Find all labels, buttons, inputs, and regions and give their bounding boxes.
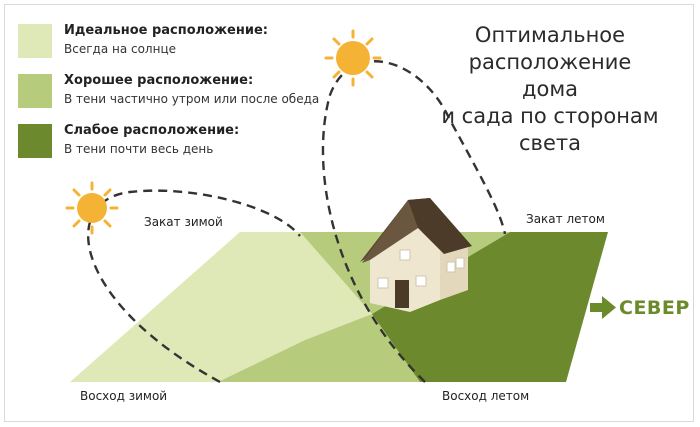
legend-text: Всегда на солнце [64, 42, 177, 56]
sun-icon [324, 29, 382, 87]
legend-swatch [18, 24, 52, 58]
sun-path-winter [87, 189, 301, 384]
north-arrow-icon [590, 296, 616, 319]
legend-item-ideal: Идеальное расположение: Всегда на солнце [18, 22, 398, 62]
legend-heading: Идеальное расположение: [64, 23, 268, 38]
sun-icon [65, 181, 119, 235]
title-line: расположение дома [468, 50, 632, 101]
label-sunrise-summer: Восход летом [442, 389, 530, 403]
legend-item-weak: Слабое расположение: В тени почти весь д… [18, 122, 398, 162]
title-line: Оптимальное [474, 23, 626, 47]
legend-text: В тени частично утром или после обеда [64, 92, 320, 106]
house-icon [360, 198, 472, 312]
label-sunrise-winter: Восход зимой [80, 389, 168, 403]
label-sunset-winter: Закат зимой [144, 215, 223, 229]
diagram-title: Оптимальное расположение дома и сада по … [440, 22, 660, 157]
zone-ideal [70, 232, 372, 382]
title-line: света [519, 131, 581, 155]
label-north: СЕВЕР [619, 297, 690, 319]
legend-heading: Хорошее расположение: [64, 73, 254, 88]
legend-heading: Слабое расположение: [64, 123, 240, 138]
legend-swatch [18, 74, 52, 108]
legend-item-good: Хорошее расположение: В тени частично ут… [18, 72, 398, 112]
zone-good-bottom [218, 314, 420, 382]
legend-text: В тени почти весь день [64, 142, 214, 156]
title-line: и сада по сторонам [441, 104, 659, 128]
legend-swatch [18, 124, 52, 158]
label-sunset-summer: Закат летом [526, 212, 605, 226]
zone-weak [372, 232, 608, 382]
